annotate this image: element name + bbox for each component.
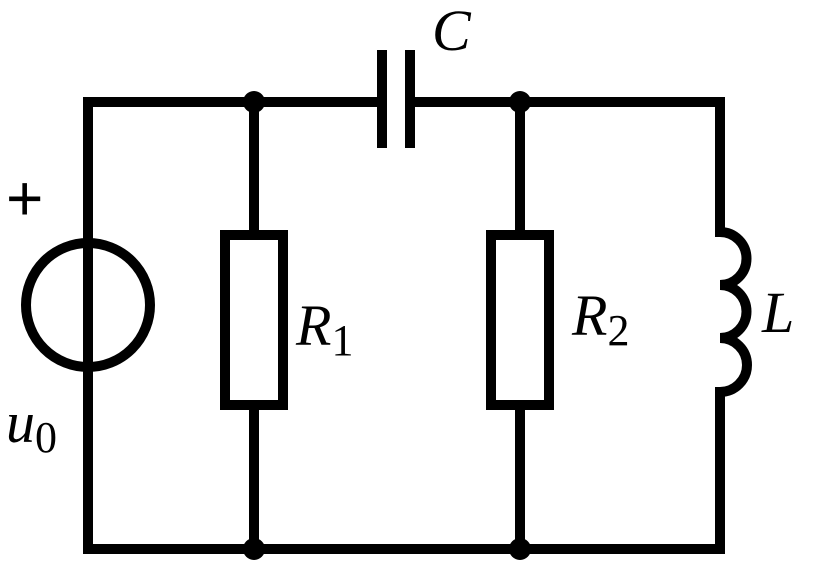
resistor-r2 xyxy=(486,230,554,410)
node-top-right xyxy=(509,91,531,113)
capacitor-label: C xyxy=(432,0,472,63)
node-top-left xyxy=(243,91,265,113)
bottom-wire xyxy=(83,387,725,554)
polarity-plus-label: + xyxy=(6,162,43,234)
capacitor xyxy=(377,50,415,148)
resistor-r2-label: R2 xyxy=(571,283,629,355)
voltage-source xyxy=(21,238,155,372)
resistor-r1 xyxy=(220,230,288,410)
top-right-wire xyxy=(405,97,725,237)
inductor-coil xyxy=(714,226,752,398)
node-bottom-right xyxy=(509,538,531,560)
resistor-r1-label: R1 xyxy=(295,293,353,365)
junction-nodes xyxy=(243,91,531,560)
node-bottom-left xyxy=(243,538,265,560)
source-label: u0 xyxy=(6,390,57,462)
inductor-label: L xyxy=(761,280,794,345)
